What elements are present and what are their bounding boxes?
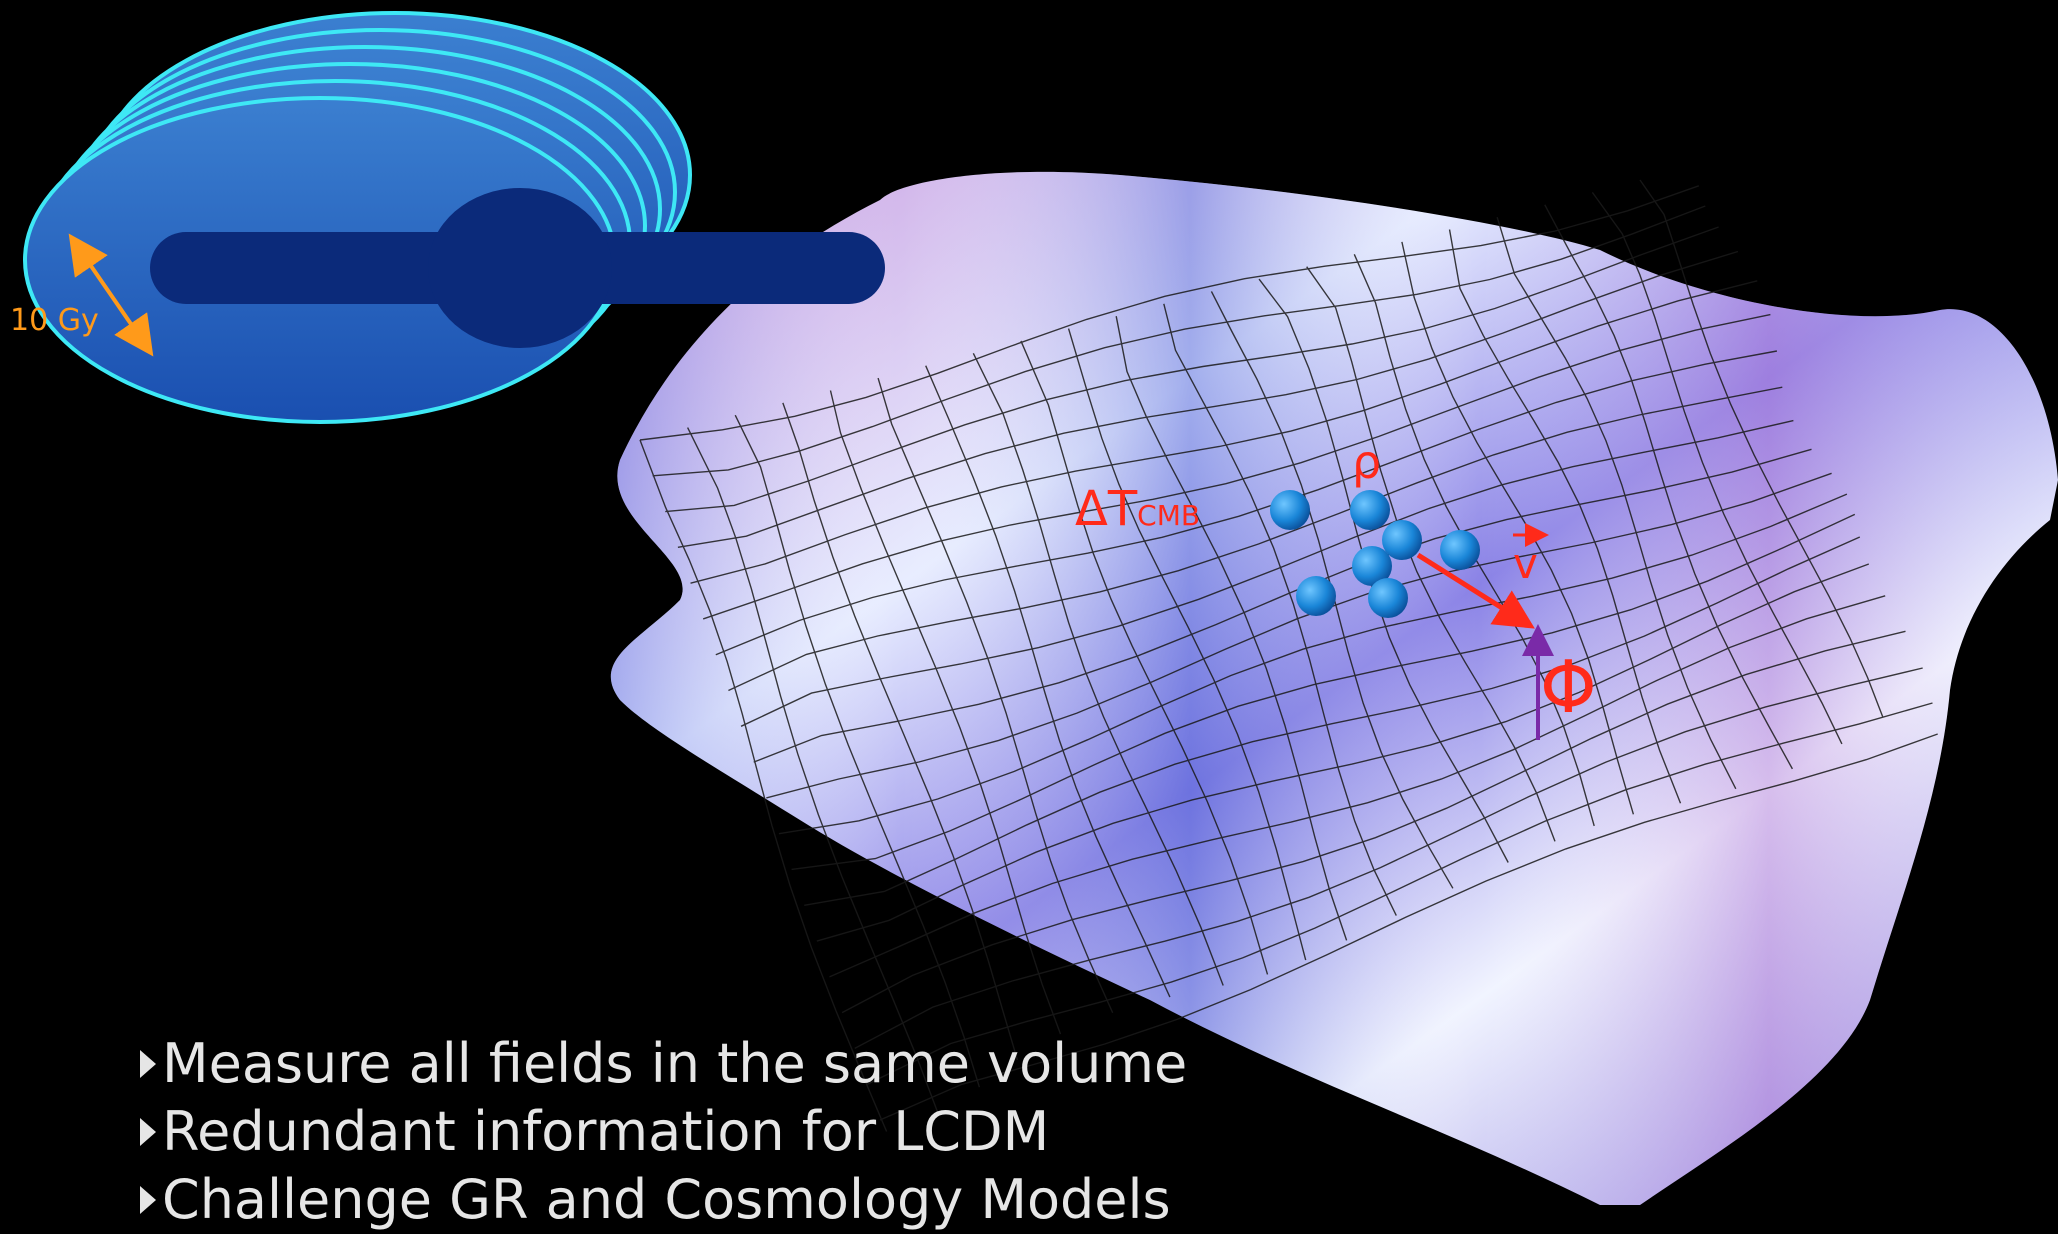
surface-mesh-line [753,448,1812,763]
surface-mesh-line [639,439,888,1132]
triangle-bullet-icon [140,1186,156,1214]
surface-mesh-line [867,702,1933,1085]
galaxy-sphere [1270,490,1310,530]
slide-canvas: 10 Gy ρ ΔTCMB v Φ [10,11,2058,1205]
potential-symbol: Φ [1540,645,1597,729]
surface-mesh-line [791,513,1856,871]
surface-mesh-line [677,250,1739,549]
surface-mesh-line [804,536,1861,906]
surface-mesh-line [972,353,1224,986]
bullet-item: Measure all fields in the same volume [140,1030,1187,1098]
surface-mesh-line [652,205,1706,477]
surface-mesh-line [715,350,1778,656]
cmb-temperature-symbol: ΔTCMB [1075,481,1200,537]
surface-mesh-line [728,386,1783,692]
galaxy-sphere [1296,576,1336,616]
surface-mesh-line [639,185,1700,441]
surface-mesh-line [702,313,1771,620]
bullet-text: Challenge GR and Cosmology Models [162,1168,1171,1231]
surface-mesh-line [829,595,1886,978]
velocity-arrow [1416,552,1535,629]
triangle-bullet-icon [140,1050,156,1078]
lightcone-ellipses [23,11,885,424]
surface-mesh-line [782,402,1019,1061]
galaxy-sphere [1352,546,1392,586]
triangle-bullet-icon [140,1118,156,1146]
surface-mesh-line [766,472,1832,799]
surface-mesh-line [816,563,1870,942]
velocity-symbol: v [1513,539,1538,588]
surface-mesh-line [879,733,1938,1121]
galaxy-cluster [1270,490,1480,618]
surface-mesh-line [734,414,981,1088]
surface-mesh-line [690,280,1758,584]
surface-mesh-line [1020,340,1269,975]
surface-mesh-line [1591,191,1843,745]
density-symbol: ρ [1352,435,1381,489]
bullet-list: Measure all fields in the same volume Re… [140,1030,1187,1234]
surface-mesh-line [1163,303,1397,916]
surface-mesh-line [841,630,1906,1014]
bullet-text: Measure all fields in the same volume [162,1032,1188,1095]
galaxy-bulge [428,188,612,348]
galaxy-sphere [1440,530,1480,570]
timeline-arrow [68,233,154,357]
timeline-label: 10 Gy [10,303,99,338]
galaxy-sphere [1350,490,1390,530]
surface-mesh-line [740,419,1794,727]
surface-mesh-line [925,365,1171,998]
bullet-text: Redundant information for LCDM [162,1100,1050,1163]
surface-mesh-line [778,493,1848,835]
galaxy-sphere [1368,578,1408,618]
surface-mesh-line [1496,216,1737,790]
surface-mesh-line [877,377,1114,1014]
surface-mesh-line [854,667,1923,1050]
surface-mesh-line [1639,179,1884,717]
density-field-surface [610,171,2058,1205]
bullet-item: Redundant information for LCDM [140,1098,1187,1166]
surface-mesh-line [829,390,1062,1035]
surface-mesh-line [665,226,1719,513]
galaxy-sphere [1382,520,1422,560]
surface-mesh-line [1067,328,1307,961]
bullet-item: Challenge GR and Cosmology Models [140,1166,1187,1234]
